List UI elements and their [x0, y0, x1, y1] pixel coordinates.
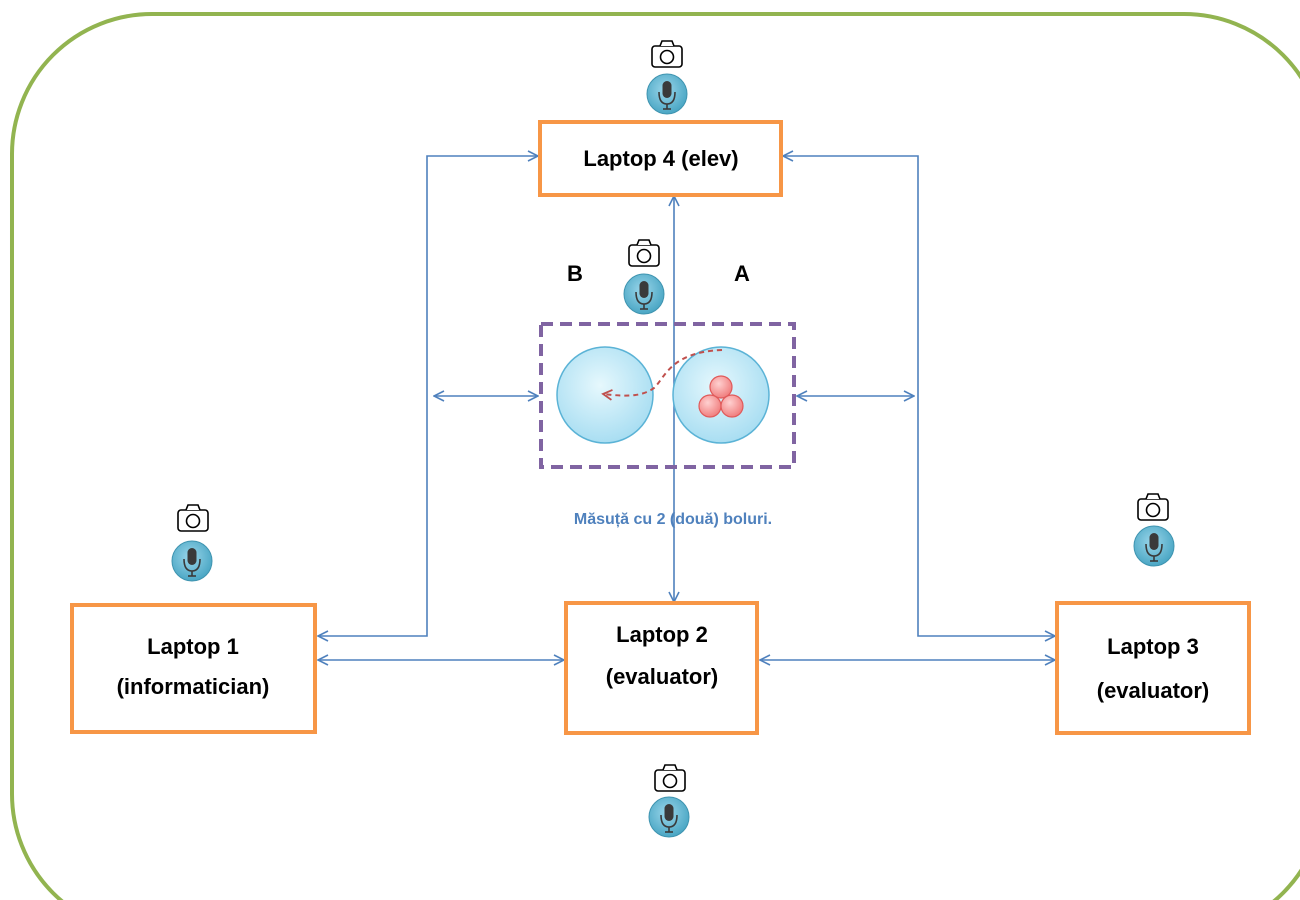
bowl-b-letter: B — [567, 261, 583, 286]
laptop-1-label-line1: Laptop 1 — [147, 634, 239, 659]
laptop-3-box: Laptop 3 (evaluator) — [1055, 601, 1251, 735]
microphone-icon — [1133, 525, 1175, 567]
table-border — [539, 322, 796, 469]
camera-icon — [628, 239, 660, 267]
microphone-icon — [646, 73, 688, 115]
microphone-icon — [171, 540, 213, 582]
laptop-2-label-line1: Laptop 2 — [616, 622, 708, 647]
laptop-1-box: Laptop 1 (informatician) — [70, 603, 317, 734]
laptop-3-label-line1: Laptop 3 — [1107, 634, 1199, 659]
camera-icon — [1137, 493, 1169, 521]
bowl-a-letter: A — [734, 261, 750, 286]
microphone-icon — [623, 273, 665, 315]
table: B A Măsuță cu 2 (două) boluri. — [539, 261, 796, 528]
camera-icon — [177, 504, 209, 532]
laptop-4-label: Laptop 4 (elev) — [583, 146, 738, 171]
transfer-arrow — [601, 349, 723, 401]
table-caption: Măsuță cu 2 (două) boluri. — [574, 511, 772, 528]
camera-icon — [651, 40, 683, 68]
connector-laptop3-laptop4 — [783, 156, 1055, 636]
balls — [698, 375, 744, 418]
laptop-2-label-line2: (evaluator) — [606, 664, 718, 689]
camera-icon — [654, 764, 686, 792]
laptop-3-label-line2: (evaluator) — [1097, 678, 1209, 703]
laptop-4-box: Laptop 4 (elev) — [538, 120, 783, 197]
microphone-icon — [648, 796, 690, 838]
bowl-b — [556, 346, 654, 444]
laptop-1-label-line2: (informatician) — [117, 674, 270, 699]
laptop-2-box: Laptop 2 (evaluator) — [564, 601, 759, 735]
outer-frame — [10, 12, 1300, 900]
connector-laptop1-laptop4 — [318, 156, 538, 636]
